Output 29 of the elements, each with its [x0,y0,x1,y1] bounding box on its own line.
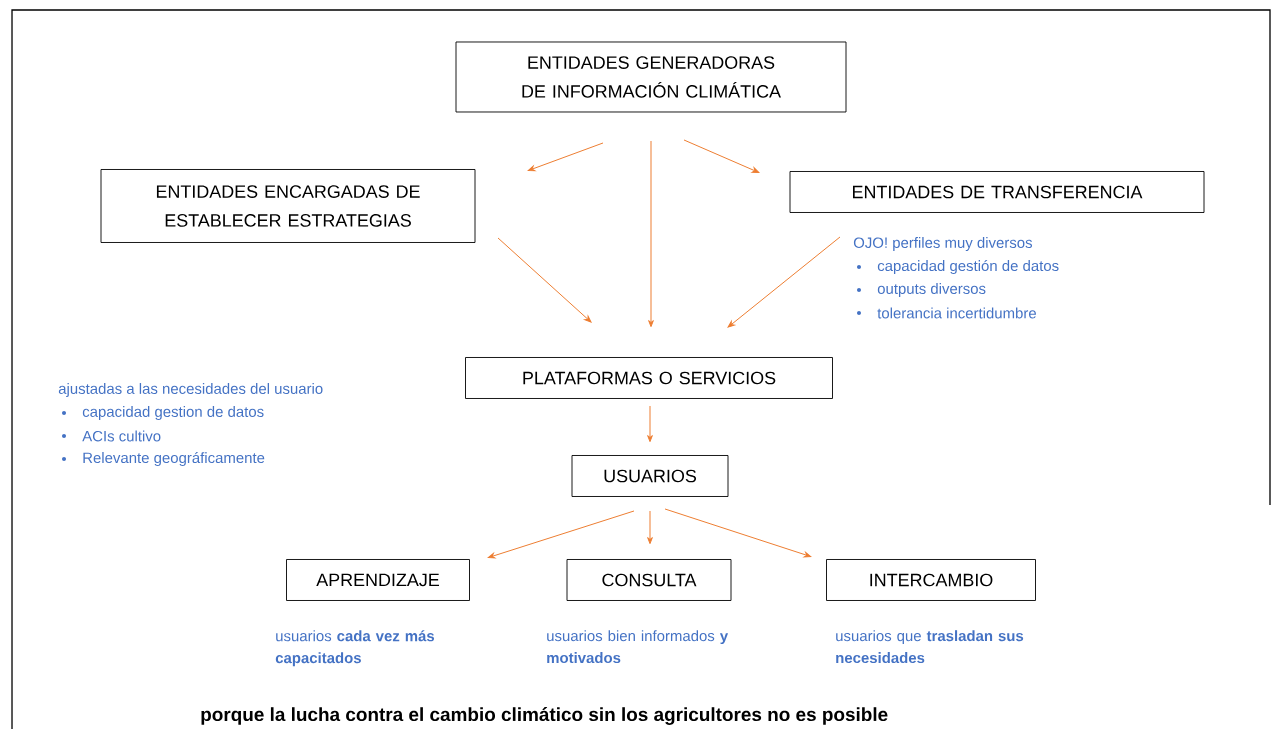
note-text: ajustadas a las necesidades del usuario [58,383,323,397]
note-text: usuarios cada vez más capacitados [275,630,435,667]
note-text: usuarios bien informados y motivados [547,630,729,664]
text-box: ENTIDADES DE TRANSFERENCIA [789,171,1205,213]
arrow [487,510,635,559]
note-text: ACIs cultivo [82,430,161,442]
arrow [647,405,653,443]
arrow [727,236,841,328]
note-text: OJO! perfiles muy diversos [853,237,1032,251]
note-text: Relevante geográficamente [83,451,265,467]
note-text: tolerancia incertidumbre [877,307,1036,319]
note-text: outputs diversos [877,283,986,297]
text-box: ENTIDADES GENERADORAS DE INFORMACIÓN CLIMÁTICA [455,41,847,113]
arrow [497,237,592,323]
arrow [527,142,604,172]
arrow [648,140,654,328]
text-box: PLATAFORMAS O SERVICIOS [465,357,833,399]
text-box: ENTIDADES ENCARGADAS DE ESTABLECER ESTRATEGIAS [100,169,476,243]
text-box: APRENDIZAJE [286,559,470,601]
text-box: INTERCAMBIO [826,559,1036,601]
note-text: capacidad gestión de datos [877,259,1059,275]
caption-text: porque la lucha contra el cambio climático sin los agricultores no es posible [201,707,888,725]
text-box: CONSULTA [566,559,732,601]
note-text: capacidad gestion de datos [82,406,264,420]
text-box: USUARIOS [571,455,729,497]
arrow [664,508,812,558]
arrow [647,510,653,545]
arrow [683,139,760,173]
note-text: usuarios que trasladan sus necesidades [836,630,1024,664]
